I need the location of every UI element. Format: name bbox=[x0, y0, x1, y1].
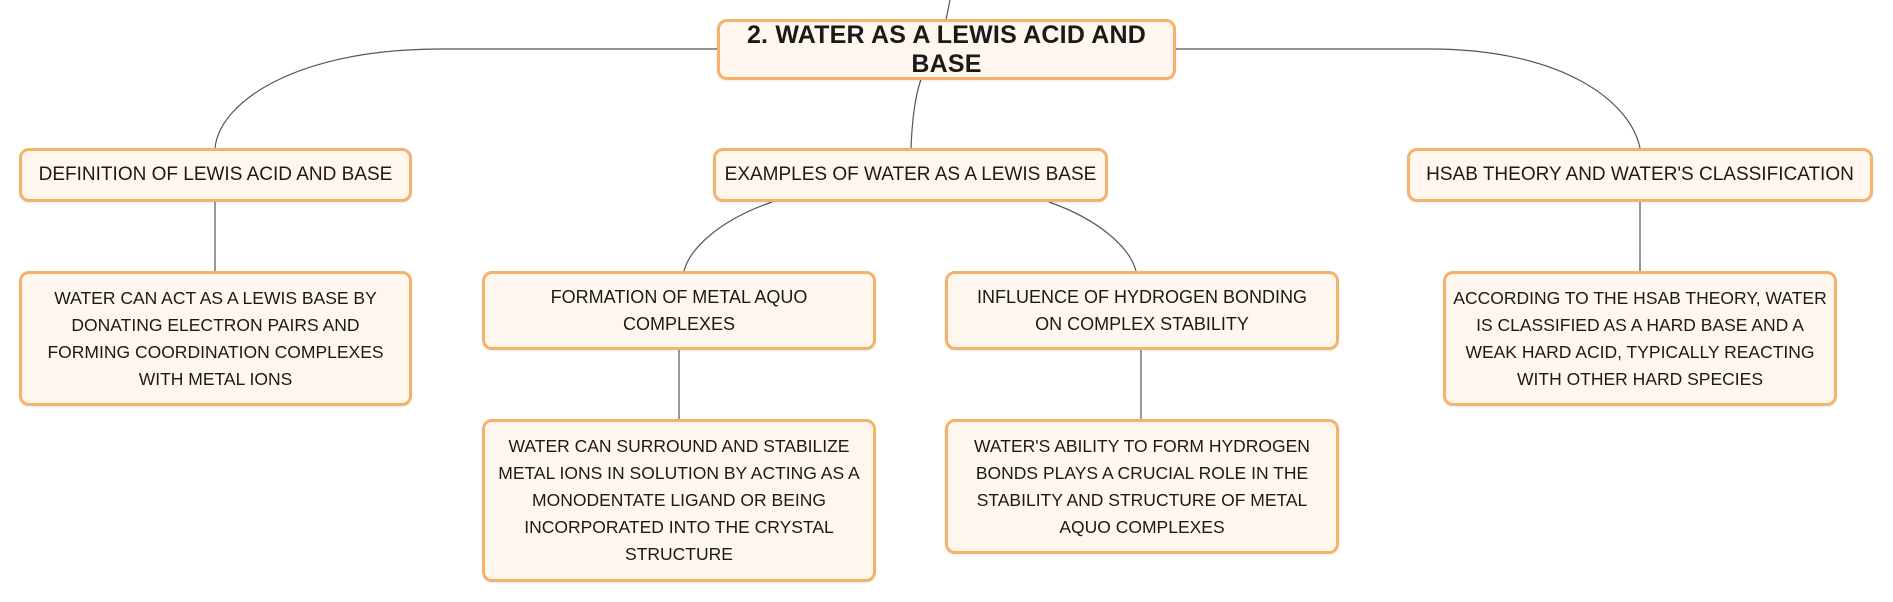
hsab-detail-node[interactable]: ACCORDING TO THE HSAB THEORY, WATER IS C… bbox=[1443, 271, 1837, 406]
connector-root-incoming bbox=[945, 0, 951, 21]
sub-hbond-node[interactable]: INFLUENCE OF HYDROGEN BONDING ON COMPLEX… bbox=[945, 271, 1339, 350]
connector-root-to-definition bbox=[214, 48, 717, 149]
topic-hsab-label: HSAB THEORY AND WATER'S CLASSIFICATION bbox=[1426, 164, 1854, 185]
connector-root-to-hsab bbox=[1176, 48, 1641, 149]
topic-definition[interactable]: DEFINITION OF LEWIS ACID AND BASE bbox=[19, 148, 412, 202]
sub-aquo-label: FORMATION OF METAL AQUO COMPLEXES bbox=[550, 286, 808, 334]
hbond-detail-text: WATER'S ABILITY TO FORM HYDROGEN BONDS P… bbox=[974, 435, 1310, 537]
topic-examples-label: EXAMPLES OF WATER AS A LEWIS BASE bbox=[724, 164, 1097, 185]
hsab-detail-text: ACCORDING TO THE HSAB THEORY, WATER IS C… bbox=[1453, 287, 1827, 389]
sub-hbond-label: INFLUENCE OF HYDROGEN BONDING ON COMPLEX… bbox=[976, 286, 1308, 334]
hbond-detail-node[interactable]: WATER'S ABILITY TO FORM HYDROGEN BONDS P… bbox=[945, 419, 1339, 554]
connector-examples-to-aquo bbox=[683, 201, 773, 272]
definition-detail-text: WATER CAN ACT AS A LEWIS BASE BY DONATIN… bbox=[47, 287, 384, 389]
root-node[interactable]: 2. WATER AS A LEWIS ACID AND BASE bbox=[717, 19, 1176, 80]
aquo-detail-node[interactable]: WATER CAN SURROUND AND STABILIZE METAL I… bbox=[482, 419, 876, 582]
topic-definition-label: DEFINITION OF LEWIS ACID AND BASE bbox=[38, 164, 393, 185]
sub-aquo-node[interactable]: FORMATION OF METAL AQUO COMPLEXES bbox=[482, 271, 876, 350]
definition-detail-node[interactable]: WATER CAN ACT AS A LEWIS BASE BY DONATIN… bbox=[19, 271, 412, 406]
connector-root-to-examples bbox=[910, 78, 922, 149]
topic-hsab[interactable]: HSAB THEORY AND WATER'S CLASSIFICATION bbox=[1407, 148, 1873, 202]
aquo-detail-text: WATER CAN SURROUND AND STABILIZE METAL I… bbox=[498, 436, 860, 564]
root-node-label: 2. WATER AS A LEWIS ACID AND BASE bbox=[746, 20, 1147, 78]
connector-examples-to-hbond bbox=[1048, 201, 1137, 272]
topic-examples[interactable]: EXAMPLES OF WATER AS A LEWIS BASE bbox=[713, 148, 1108, 202]
